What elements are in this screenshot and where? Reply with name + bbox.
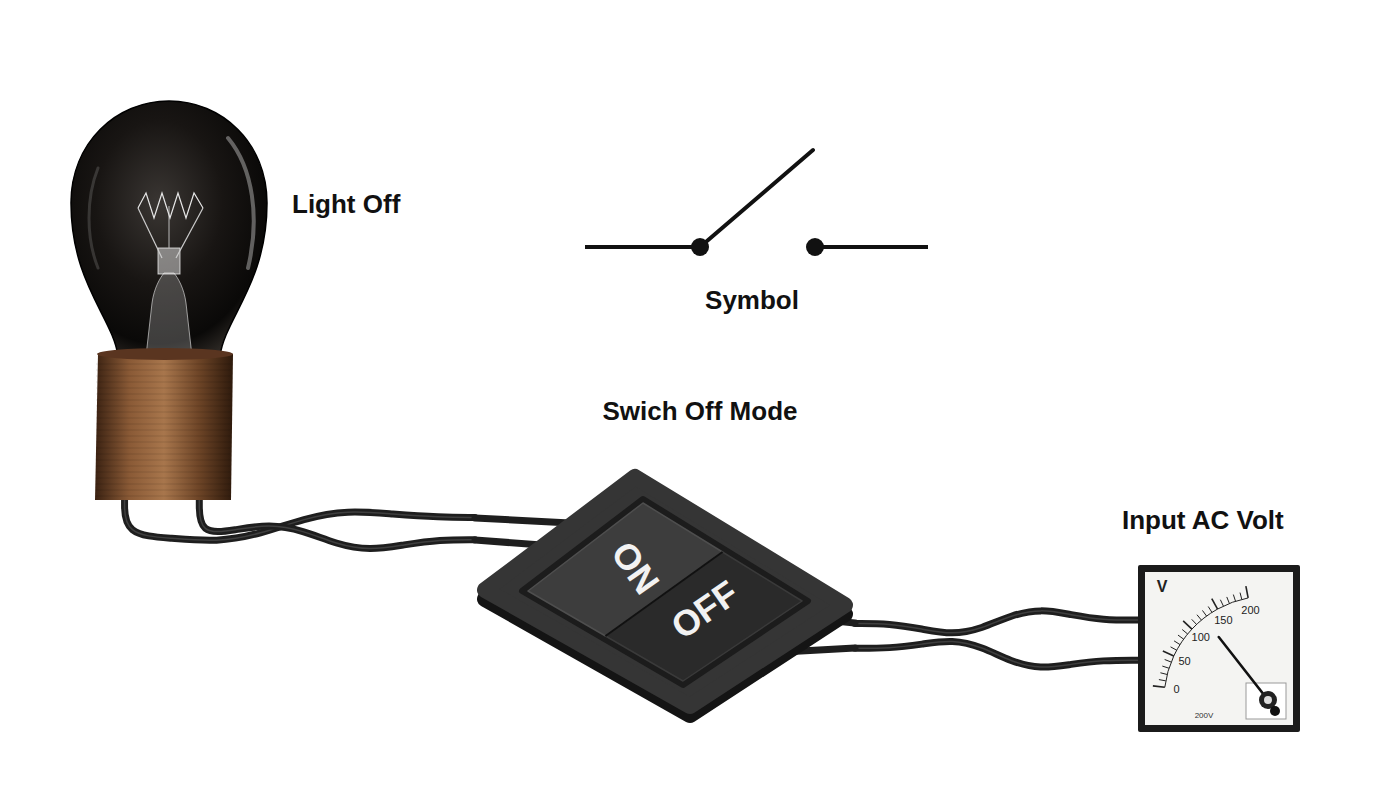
wire bbox=[855, 611, 1138, 633]
switch-mode-label: Swich Off Mode bbox=[603, 398, 798, 424]
scale-tick bbox=[1162, 666, 1169, 668]
twisted-wire-pair bbox=[125, 500, 475, 549]
base-rib bbox=[96, 454, 231, 455]
base-rib bbox=[96, 478, 231, 479]
glass-stem bbox=[146, 273, 192, 356]
rocker-frame bbox=[522, 499, 808, 685]
base-rib bbox=[96, 424, 231, 425]
scale-tick bbox=[1159, 680, 1166, 681]
unit-symbol: V bbox=[1157, 579, 1168, 595]
base-rib bbox=[96, 484, 231, 485]
symbol-lever bbox=[700, 150, 813, 247]
light-bulb-outline bbox=[68, 98, 270, 500]
scale-tick bbox=[1183, 621, 1192, 629]
scale-tick bbox=[1171, 647, 1177, 650]
scale-arc bbox=[1165, 598, 1248, 687]
switch-symbol bbox=[585, 150, 928, 256]
twisted-wire-pair bbox=[855, 611, 1138, 667]
scale-tick bbox=[1178, 635, 1184, 639]
base-rib bbox=[96, 370, 231, 371]
scale-tick bbox=[1227, 597, 1230, 603]
scale-number: 150 bbox=[1214, 614, 1232, 625]
base-rib bbox=[96, 490, 231, 491]
scale-number: 50 bbox=[1178, 656, 1190, 667]
meter-face bbox=[1145, 572, 1293, 725]
scale-tick bbox=[1240, 593, 1242, 600]
wire-highlight bbox=[855, 641, 1138, 667]
stem-press bbox=[158, 248, 180, 274]
base-rib bbox=[96, 382, 231, 383]
light-bulb: Light Off bbox=[68, 98, 270, 500]
glass-highlight bbox=[89, 168, 98, 268]
scale-tick bbox=[1208, 606, 1212, 612]
base-rib bbox=[96, 406, 231, 407]
base-rib bbox=[96, 448, 231, 449]
lead-wire bbox=[176, 208, 203, 258]
scale-number: 0 bbox=[1174, 683, 1180, 694]
scale-tick bbox=[1246, 586, 1248, 598]
scale-tick bbox=[1174, 641, 1180, 645]
bulb-base bbox=[95, 349, 233, 500]
wire bbox=[199, 500, 475, 549]
base-rib bbox=[96, 460, 231, 461]
bulb-state-label: Light Off bbox=[292, 191, 400, 217]
symbol-lead bbox=[815, 245, 928, 249]
meter-heading: Input AC Volt bbox=[1122, 507, 1284, 533]
symbol-caption: Symbol bbox=[705, 287, 799, 313]
base-rim bbox=[97, 348, 233, 360]
scale-tick bbox=[1163, 651, 1174, 656]
ac-voltmeter: Input AC VoltV050100150200200V bbox=[1138, 565, 1300, 732]
zero-screw bbox=[1270, 706, 1280, 716]
wire-stub bbox=[475, 518, 570, 523]
scale-tick bbox=[1197, 615, 1201, 620]
wire-highlight bbox=[855, 611, 1138, 633]
scale-tick bbox=[1212, 599, 1218, 609]
base-rib bbox=[96, 394, 231, 395]
pivot-window bbox=[1246, 683, 1286, 719]
base-rib bbox=[96, 442, 231, 443]
filament bbox=[138, 193, 203, 218]
lead-wire bbox=[138, 208, 162, 258]
scale-tick bbox=[1153, 686, 1165, 687]
base-rib bbox=[96, 430, 231, 431]
wire-highlight bbox=[199, 500, 475, 549]
base-rib bbox=[96, 436, 231, 437]
wire bbox=[855, 641, 1138, 667]
base-rib bbox=[96, 466, 231, 467]
base-rib bbox=[96, 364, 231, 365]
scale-tick bbox=[1160, 673, 1167, 675]
scale-tick bbox=[1165, 659, 1172, 662]
base-rib bbox=[96, 400, 231, 401]
scale-number: 200 bbox=[1241, 604, 1259, 615]
symbol-contact bbox=[691, 238, 709, 256]
range-marking: 200V bbox=[1195, 712, 1214, 720]
bulb-glass bbox=[71, 101, 267, 356]
pivot-cap bbox=[1264, 696, 1272, 704]
base-rib bbox=[96, 388, 231, 389]
glass-highlight bbox=[228, 138, 254, 268]
rocker-switch: Swich Off ModeONOFF bbox=[475, 468, 855, 715]
symbol-contact bbox=[806, 238, 824, 256]
scale-number: 100 bbox=[1192, 632, 1210, 643]
rocker-switch-outline bbox=[475, 468, 855, 715]
base-rib bbox=[96, 412, 231, 413]
base-rib bbox=[96, 418, 231, 419]
base-rib bbox=[96, 376, 231, 377]
scale-tick bbox=[1182, 630, 1187, 634]
scale-tick bbox=[1220, 600, 1223, 606]
symbol-lead bbox=[585, 245, 700, 249]
meter-needle bbox=[1219, 637, 1276, 709]
scale-tick bbox=[1233, 595, 1235, 602]
scale-tick bbox=[1192, 619, 1197, 624]
base-rib bbox=[96, 496, 231, 497]
scale-tick bbox=[1202, 610, 1206, 616]
meter-housing bbox=[1138, 565, 1300, 732]
base-rib bbox=[96, 472, 231, 473]
switch-bezel bbox=[485, 477, 845, 706]
